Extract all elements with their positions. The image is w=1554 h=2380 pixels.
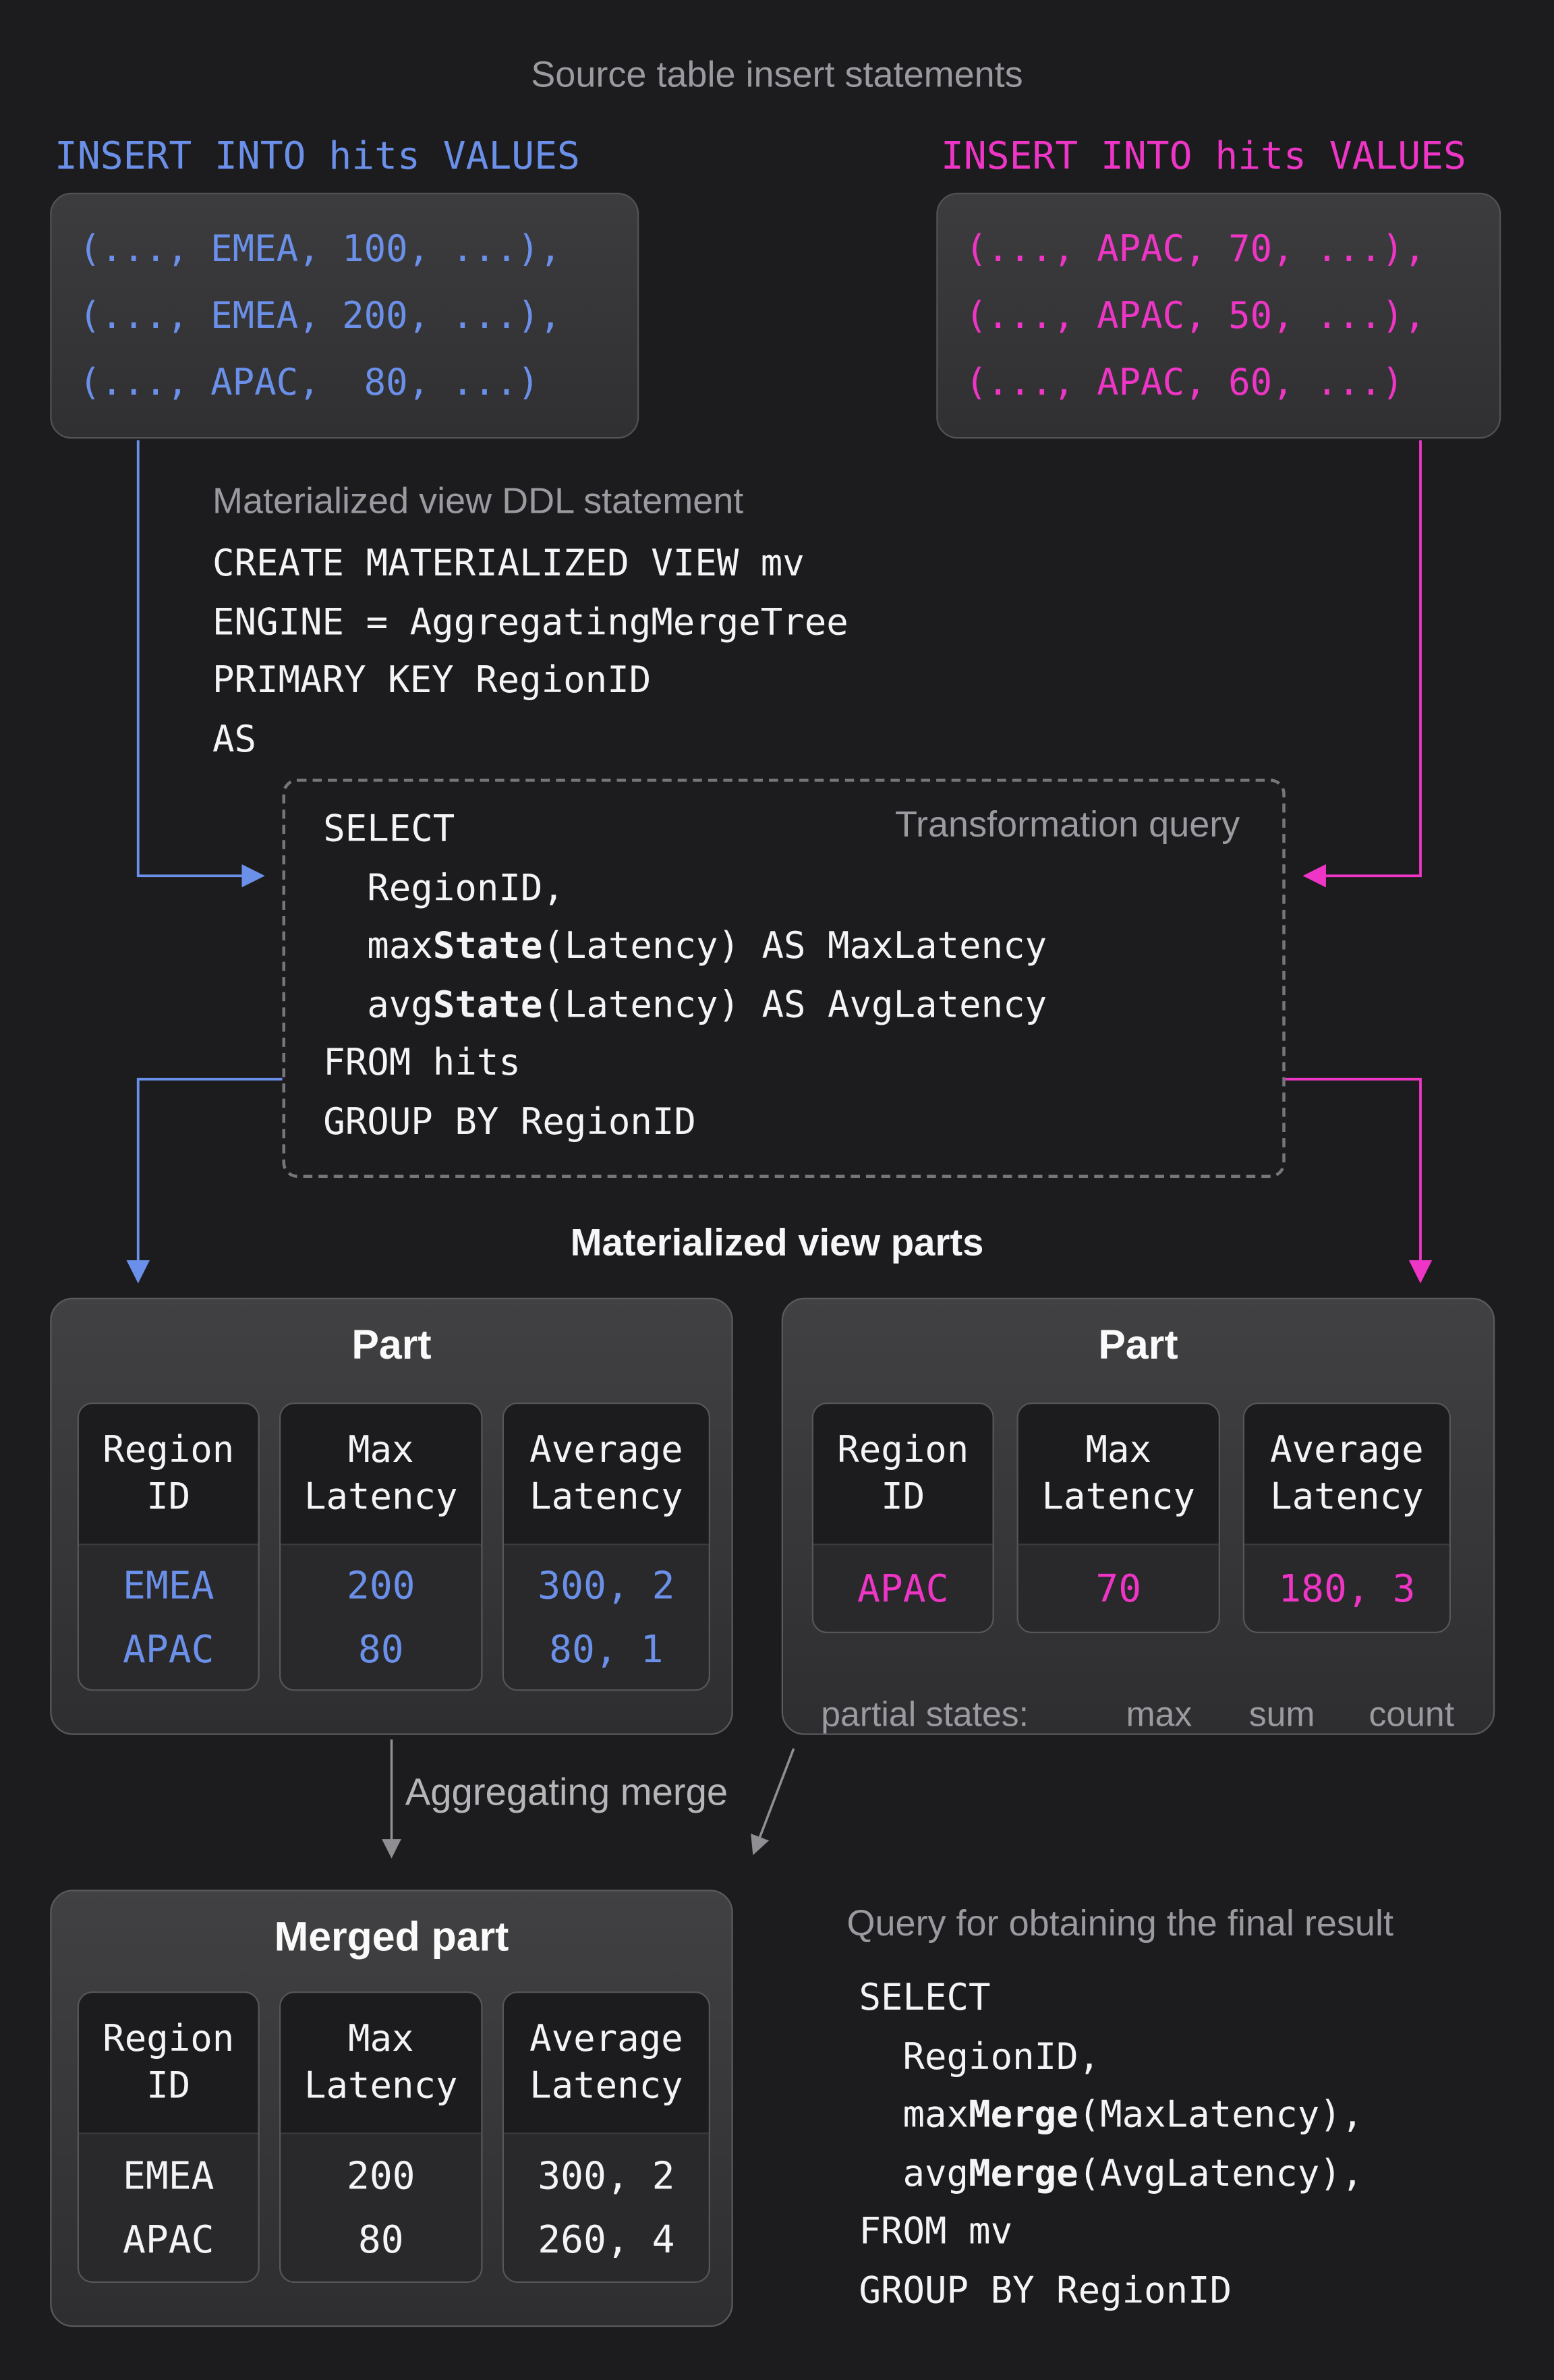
code-line: FROM hits (323, 1041, 521, 1084)
code-line: avgState(Latency) AS AvgLatency (323, 982, 1047, 1025)
table-cell: 200 (346, 1564, 415, 1608)
code-line: FROM mv (859, 2210, 1013, 2253)
table-column-header: Region ID (79, 1993, 258, 2134)
partial-states-label: partial states: (821, 1694, 1029, 1734)
insert-right-label: INSERT INTO hits VALUES (941, 134, 1466, 178)
table-column-header: Max Latency (281, 1993, 482, 2134)
page-title: Source table insert statements (531, 55, 1023, 96)
partial-state-tag: sum (1248, 1694, 1315, 1734)
code-line: maxMerge(MaxLatency), (859, 2093, 1364, 2136)
ddl-code: CREATE MATERIALIZED VIEW mv ENGINE = Aggr… (212, 534, 848, 768)
transformation-query-box: Transformation query SELECT RegionID, ma… (282, 778, 1286, 1178)
table-cell: APAC (123, 2217, 214, 2262)
table-cell: 200 (346, 2153, 415, 2198)
table-column-values: 300, 2 80, 1 (504, 1546, 709, 1690)
table-cell: 180, 3 (1278, 1566, 1416, 1611)
transformation-query-code: SELECT RegionID, maxState(Latency) AS Ma… (323, 800, 1047, 1151)
table-cell: 300, 2 (538, 2153, 675, 2198)
table-column: Average Latency 180, 3 (1242, 1402, 1451, 1633)
table-cell: 80 (357, 2217, 404, 2262)
aggregating-merge-label: Aggregating merge (405, 1771, 728, 1814)
table-cell: EMEA (123, 2153, 214, 2198)
insert-right-values-box: (..., APAC, 70, ...), (..., APAC, 50, ...… (936, 192, 1501, 439)
merged-part-title: Merged part (274, 1914, 509, 1960)
code-line: (..., APAC, 50, ...), (965, 294, 1426, 337)
table-column-values: EMEA APAC (79, 1546, 258, 1690)
table-cell: APAC (857, 1566, 949, 1611)
table-cell: 80, 1 (549, 1626, 664, 1671)
code-line: maxState(Latency) AS MaxLatency (323, 924, 1047, 967)
table-column: Region ID APAC (811, 1402, 994, 1633)
table-column: Region ID EMEA APAC (77, 1402, 260, 1691)
code-line: SELECT (323, 808, 455, 850)
code-line: avgMerge(AvgLatency), (859, 2152, 1364, 2195)
part-right-table: Region ID APAC Max Latency 70 Average Latenc… (811, 1402, 1451, 1633)
part-box-right: Part Region ID APAC Max Latency 70 Average L… (781, 1297, 1495, 1735)
part-title: Part (351, 1322, 432, 1368)
table-cell: 300, 2 (538, 1564, 675, 1608)
code-line: ENGINE = AggregatingMergeTree (212, 600, 848, 643)
arrow-right-insert-to-query (1302, 440, 1422, 888)
final-query-code: SELECT RegionID, maxMerge(MaxLatency), a… (859, 1968, 1364, 2320)
table-column-header: Average Latency (504, 1993, 709, 2134)
final-query-label: Query for obtaining the final result (846, 1903, 1393, 1945)
code-line: RegionID, (323, 866, 565, 909)
merged-part-box: Merged part Region ID EMEA APAC Max Latency… (50, 1890, 733, 2327)
partial-state-tag: count (1369, 1694, 1455, 1734)
insert-left-values-box: (..., EMEA, 100, ...), (..., EMEA, 200, .… (50, 192, 639, 439)
table-column-values: 180, 3 (1244, 1546, 1449, 1632)
partial-state-tag: max (1126, 1694, 1192, 1734)
code-line: RegionID, (859, 2035, 1101, 2078)
ddl-label: Materialized view DDL statement (212, 481, 744, 522)
table-column: Max Latency 70 (1016, 1402, 1220, 1633)
table-cell: APAC (123, 1626, 214, 1671)
table-column-header: Average Latency (1244, 1404, 1449, 1546)
code-line: (..., EMEA, 200, ...), (79, 294, 562, 337)
table-column-values: EMEA APAC (79, 2134, 258, 2282)
table-column: Average Latency 300, 2 260, 4 (502, 1991, 710, 2283)
code-line: GROUP BY RegionID (323, 1100, 696, 1143)
insert-left-label: INSERT INTO hits VALUES (55, 134, 580, 178)
table-column: Region ID EMEA APAC (77, 1991, 260, 2283)
table-column: Average Latency 300, 2 80, 1 (502, 1402, 710, 1691)
arrow-right-part-to-merged (751, 1748, 795, 1856)
table-cell: 80 (357, 1626, 404, 1671)
code-line: SELECT (859, 1976, 991, 2019)
table-column-header: Region ID (79, 1404, 258, 1546)
table-column-values: 300, 2 260, 4 (504, 2134, 709, 2282)
table-column-header: Average Latency (504, 1404, 709, 1546)
code-line: (..., APAC, 70, ...), (965, 227, 1426, 271)
transformation-query-label: Transformation query (895, 804, 1240, 846)
part-title: Part (1098, 1322, 1178, 1368)
materialized-view-parts-heading: Materialized view parts (570, 1222, 984, 1265)
table-column-header: Max Latency (1018, 1404, 1219, 1546)
table-column-header: Region ID (813, 1404, 993, 1546)
table-cell: 70 (1095, 1566, 1142, 1611)
code-line: AS (212, 717, 257, 760)
code-line: (..., APAC, 60, ...) (965, 361, 1404, 404)
code-line: PRIMARY KEY RegionID (212, 658, 652, 702)
table-column-values: 70 (1018, 1546, 1219, 1632)
code-line: GROUP BY RegionID (859, 2269, 1232, 2312)
table-cell: EMEA (123, 1564, 214, 1608)
code-line: (..., APAC, 80, ...) (79, 361, 540, 404)
code-line: (..., EMEA, 100, ...), (79, 227, 562, 271)
table-column-header: Max Latency (281, 1404, 482, 1546)
table-column-values: APAC (813, 1546, 993, 1632)
code-line: CREATE MATERIALIZED VIEW mv (212, 542, 805, 585)
table-cell: 260, 4 (538, 2217, 675, 2262)
